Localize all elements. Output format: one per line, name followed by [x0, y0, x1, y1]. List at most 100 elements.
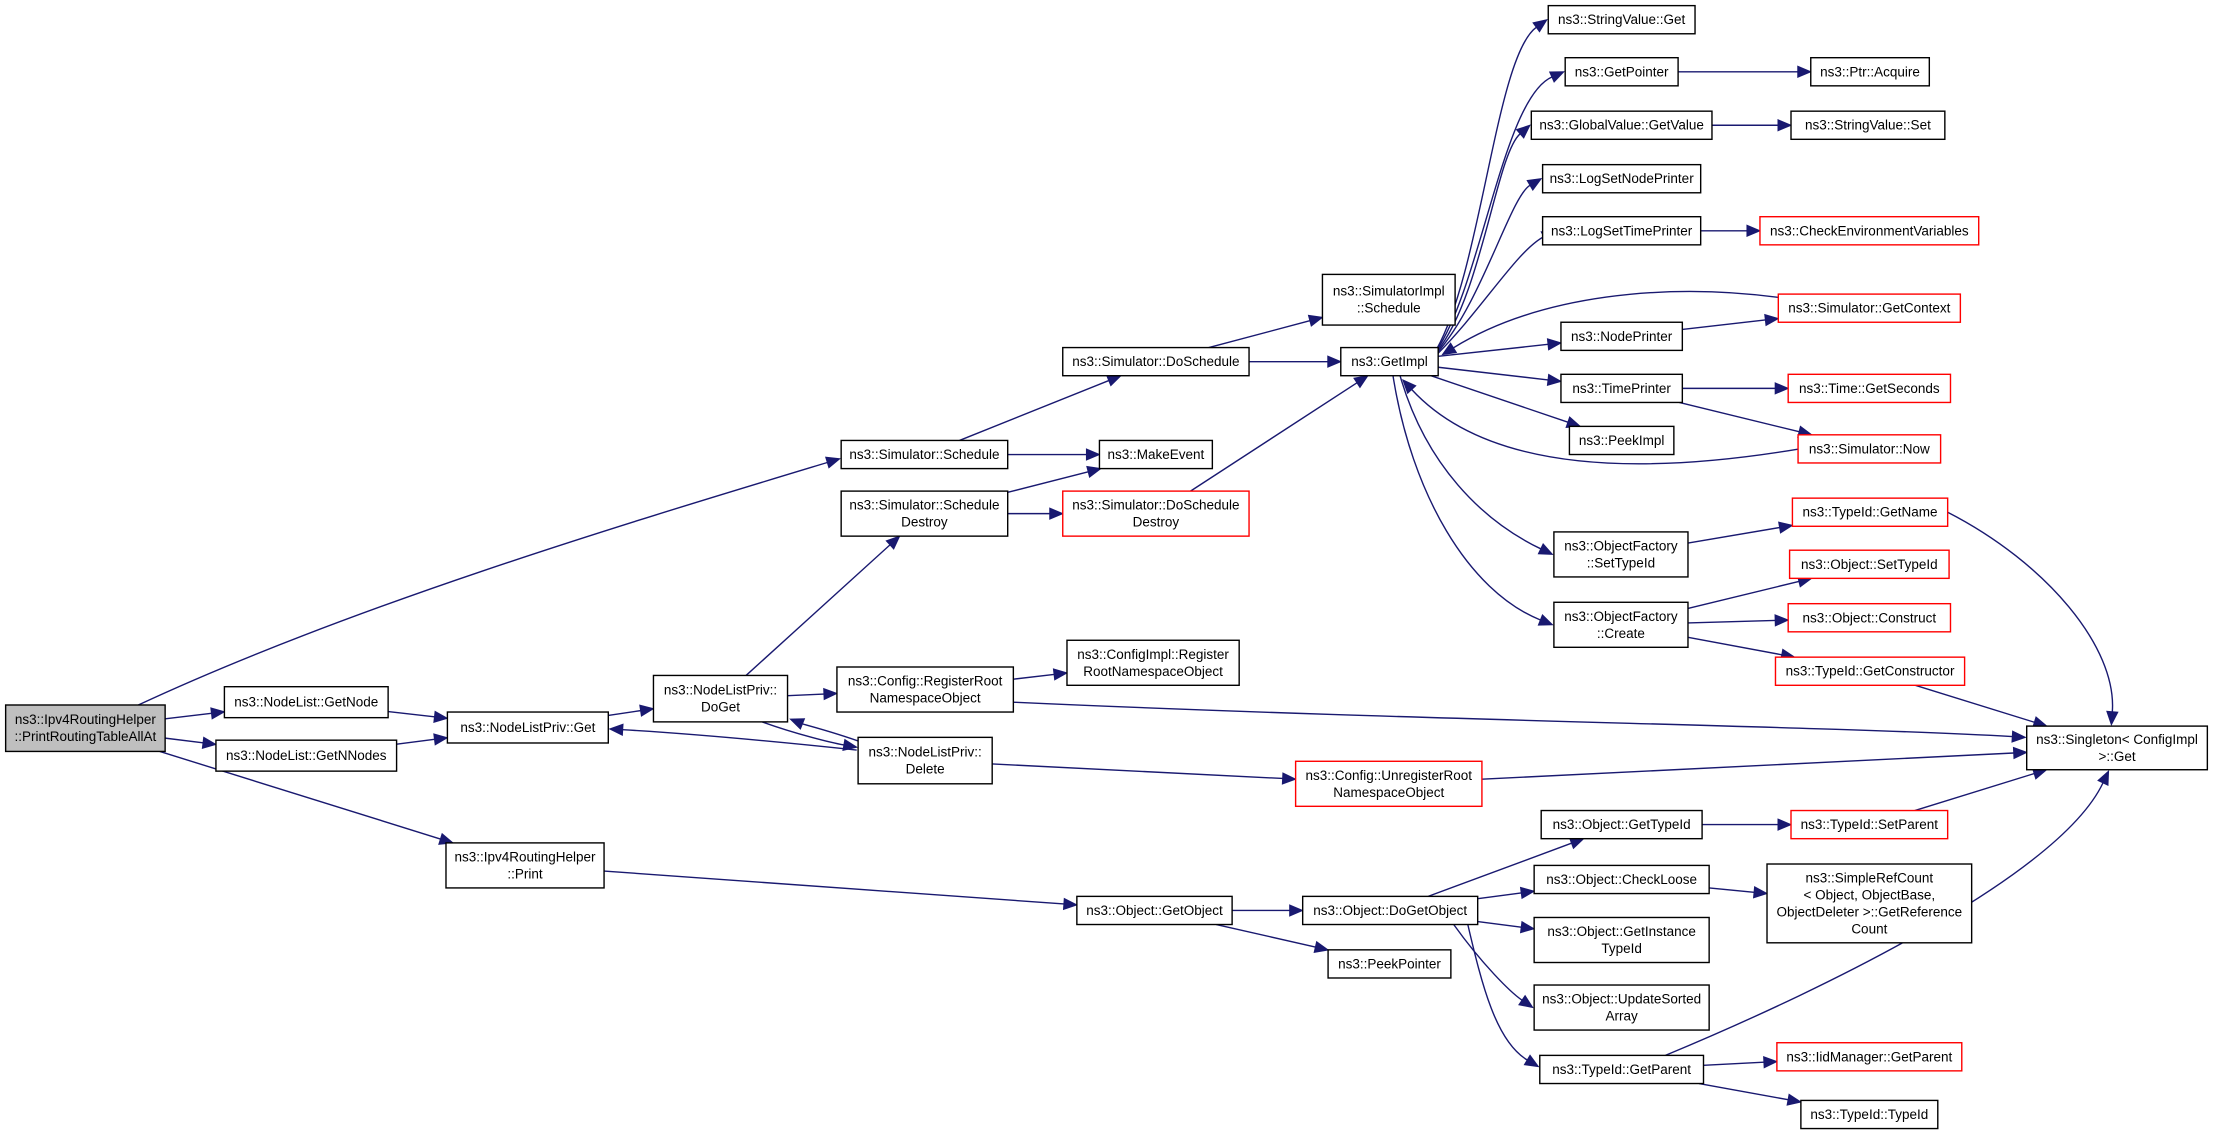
node-box[interactable] — [1547, 4, 1696, 35]
node-box[interactable] — [4, 704, 166, 753]
node-box[interactable] — [1560, 373, 1684, 404]
node-box[interactable] — [1066, 639, 1240, 686]
node-box[interactable] — [1098, 439, 1214, 470]
node-box[interactable] — [1541, 163, 1702, 194]
node-sim-getcontext[interactable]: ns3::Simulator::GetContext — [1777, 293, 1962, 323]
node-sim-doschedule[interactable]: ns3::Simulator::DoSchedule — [1062, 346, 1250, 377]
node-ptr-acquire[interactable]: ns3::Ptr::Acquire — [1810, 56, 1931, 87]
node-box[interactable] — [1062, 490, 1250, 537]
node-box[interactable] — [1540, 809, 1703, 840]
node-box[interactable] — [840, 439, 1009, 470]
node-box[interactable] — [1533, 984, 1710, 1031]
node-cfg-unregister[interactable]: ns3::Config::UnregisterRootNamespaceObje… — [1294, 760, 1483, 808]
node-box[interactable] — [1321, 273, 1456, 326]
node-time-getseconds[interactable]: ns3::Time::GetSeconds — [1787, 373, 1952, 404]
node-box[interactable] — [1810, 56, 1931, 87]
node-timeprinter[interactable]: ns3::TimePrinter — [1560, 373, 1684, 404]
node-box[interactable] — [1076, 895, 1233, 926]
node-obj-gettypeid[interactable]: ns3::Object::GetTypeId — [1540, 809, 1703, 840]
node-box[interactable] — [1294, 760, 1483, 808]
node-objfactory-settypeid[interactable]: ns3::ObjectFactory::SetTypeId — [1553, 531, 1689, 578]
node-logsettimeprinter[interactable]: ns3::LogSetTimePrinter — [1541, 216, 1702, 246]
node-box[interactable] — [1790, 110, 1946, 141]
node-nlp-get[interactable]: ns3::NodeListPriv::Get — [446, 711, 609, 744]
node-box[interactable] — [1774, 656, 1966, 686]
node-box[interactable] — [1560, 321, 1684, 352]
node-box[interactable] — [1539, 1054, 1705, 1085]
node-sim-schedule[interactable]: ns3::Simulator::Schedule — [840, 439, 1009, 470]
node-cfgimpl-register[interactable]: ns3::ConfigImpl::RegisterRootNamespaceOb… — [1066, 639, 1240, 686]
node-getnnodes[interactable]: ns3::NodeList::GetNNodes — [215, 739, 398, 772]
node-box[interactable] — [836, 666, 1015, 713]
node-sim-now[interactable]: ns3::Simulator::Now — [1797, 434, 1942, 464]
node-box[interactable] — [1791, 497, 1949, 527]
node-box[interactable] — [1766, 863, 1973, 944]
node-box[interactable] — [2026, 725, 2209, 771]
node-nlp-doget[interactable]: ns3::NodeListPriv::DoGet — [652, 674, 789, 723]
node-box[interactable] — [1533, 864, 1710, 895]
node-box[interactable] — [1541, 216, 1702, 246]
node-box[interactable] — [223, 686, 389, 719]
node-box[interactable] — [1530, 110, 1713, 141]
node-simimpl-schedule[interactable]: ns3::SimulatorImpl::Schedule — [1321, 273, 1456, 326]
node-box[interactable] — [1800, 1099, 1939, 1130]
node-nlp-delete[interactable]: ns3::NodeListPriv::Delete — [857, 736, 993, 785]
node-getpointer[interactable]: ns3::GetPointer — [1564, 56, 1679, 87]
node-getnode[interactable]: ns3::NodeList::GetNode — [223, 686, 389, 719]
node-logsetnodeprinter[interactable]: ns3::LogSetNodePrinter — [1541, 163, 1702, 194]
node-peekimpl[interactable]: ns3::PeekImpl — [1568, 425, 1675, 456]
node-objfactory-create[interactable]: ns3::ObjectFactory::Create — [1553, 601, 1689, 649]
node-box[interactable] — [446, 711, 609, 744]
node-typeid-getconstructor[interactable]: ns3::TypeId::GetConstructor — [1774, 656, 1966, 686]
node-stringvalue-set[interactable]: ns3::StringValue::Set — [1790, 110, 1946, 141]
node-root[interactable]: ns3::Ipv4RoutingHelper::PrintRoutingTabl… — [4, 704, 166, 753]
node-obj-checkloose[interactable]: ns3::Object::CheckLoose — [1533, 864, 1710, 895]
node-makeevent[interactable]: ns3::MakeEvent — [1098, 439, 1214, 470]
node-box[interactable] — [1777, 293, 1962, 323]
node-box[interactable] — [1301, 895, 1479, 926]
node-box[interactable] — [1533, 916, 1710, 964]
node-checkenvvars[interactable]: ns3::CheckEnvironmentVariables — [1759, 216, 1980, 246]
node-iidmanager-getparent[interactable]: ns3::IidManager::GetParent — [1776, 1042, 1963, 1072]
node-box[interactable] — [1340, 346, 1439, 377]
node-box[interactable] — [840, 490, 1009, 537]
node-box[interactable] — [1797, 434, 1942, 464]
node-box[interactable] — [1776, 1042, 1963, 1072]
node-globalvalue-getvalue[interactable]: ns3::GlobalValue::GetValue — [1530, 110, 1713, 141]
node-obj-settypeid[interactable]: ns3::Object::SetTypeId — [1788, 549, 1950, 580]
node-box[interactable] — [1564, 56, 1679, 87]
node-typeid-typeid[interactable]: ns3::TypeId::TypeId — [1800, 1099, 1939, 1130]
node-box[interactable] — [1759, 216, 1980, 246]
node-simplerefcount[interactable]: ns3::SimpleRefCount< Object, ObjectBase,… — [1766, 863, 1973, 944]
node-box[interactable] — [215, 739, 398, 772]
node-box[interactable] — [1553, 601, 1689, 649]
node-typeid-setparent[interactable]: ns3::TypeId::SetParent — [1790, 809, 1949, 840]
node-box[interactable] — [1062, 346, 1250, 377]
node-box[interactable] — [1568, 425, 1675, 456]
node-nodeprinter[interactable]: ns3::NodePrinter — [1560, 321, 1684, 352]
node-singleton-get[interactable]: ns3::Singleton< ConfigImpl >::Get — [2026, 725, 2209, 771]
node-box[interactable] — [1787, 373, 1952, 404]
node-box[interactable] — [1787, 602, 1952, 633]
node-getimpl[interactable]: ns3::GetImpl — [1340, 346, 1439, 377]
node-box[interactable] — [1327, 949, 1452, 979]
node-typeid-getname[interactable]: ns3::TypeId::GetName — [1791, 497, 1949, 527]
node-box[interactable] — [445, 842, 605, 889]
node-obj-construct[interactable]: ns3::Object::Construct — [1787, 602, 1952, 633]
node-stringvalue-get[interactable]: ns3::StringValue::Get — [1547, 4, 1696, 35]
node-box[interactable] — [857, 736, 993, 785]
node-typeid-getparent[interactable]: ns3::TypeId::GetParent — [1539, 1054, 1705, 1085]
node-obj-dogetobject[interactable]: ns3::Object::DoGetObject — [1301, 895, 1479, 926]
node-print[interactable]: ns3::Ipv4RoutingHelper::Print — [445, 842, 605, 889]
node-obj-getobject[interactable]: ns3::Object::GetObject — [1076, 895, 1233, 926]
node-box[interactable] — [1790, 809, 1949, 840]
node-box[interactable] — [1553, 531, 1689, 578]
node-peekpointer[interactable]: ns3::PeekPointer — [1327, 949, 1452, 979]
node-box[interactable] — [652, 674, 789, 723]
node-box[interactable] — [1788, 549, 1950, 580]
